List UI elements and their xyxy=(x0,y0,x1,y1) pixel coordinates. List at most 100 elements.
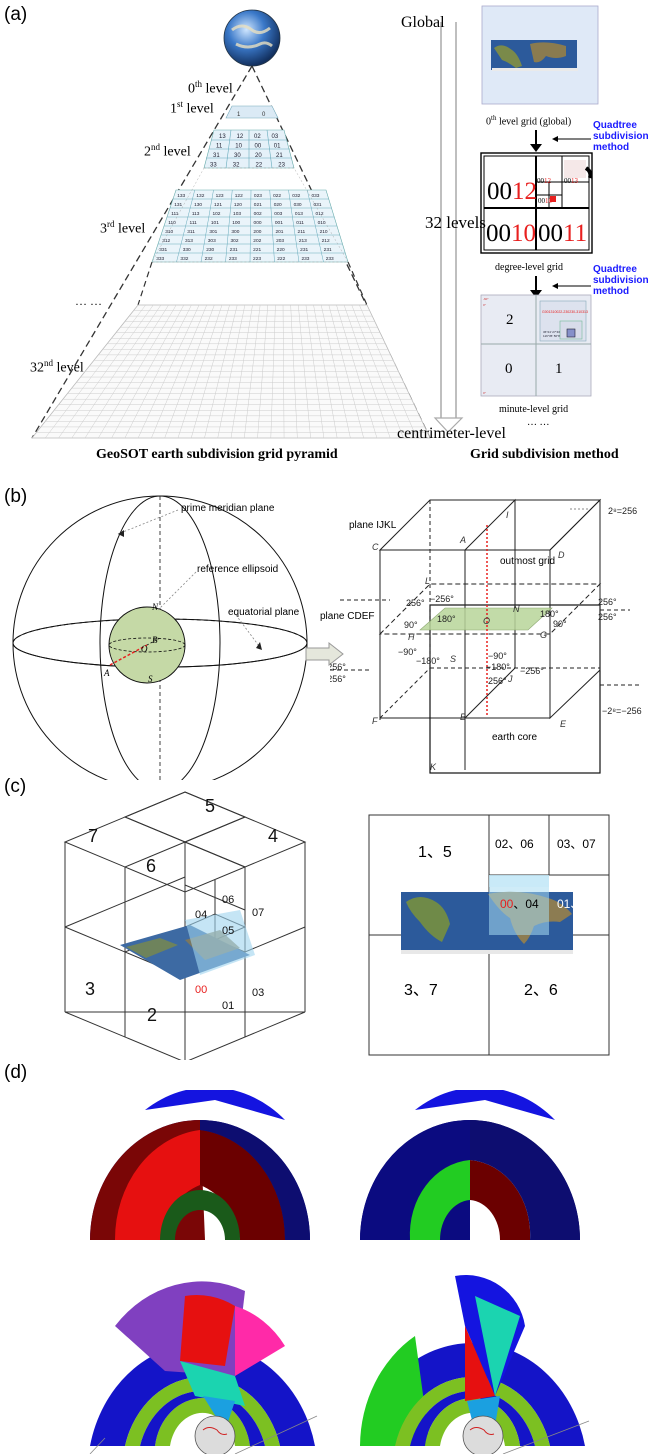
level2-cell-code: 33 xyxy=(210,163,217,169)
level3-cell-code: 103 xyxy=(233,211,241,217)
code-0012: 0012 xyxy=(487,178,537,206)
c0206-label: 02、06 xyxy=(495,835,534,852)
sphere-diagram: N B O A S xyxy=(0,480,320,780)
level3-cell-code: 333 xyxy=(156,256,164,262)
svg-text:−2⁸=−256: −2⁸=−256 xyxy=(602,706,642,716)
quad-label-0: 0 xyxy=(505,361,513,378)
level3-cell-code: 233 xyxy=(326,256,334,262)
q26-label: 2、6 xyxy=(524,976,558,1000)
level2-cell-code: 32 xyxy=(233,163,240,169)
svg-text:C: C xyxy=(372,542,379,552)
svg-text:D: D xyxy=(558,550,565,560)
svg-text:A: A xyxy=(459,535,466,545)
svg-text:256°: 256° xyxy=(488,676,507,686)
level3-cell-code: 100 xyxy=(232,220,240,226)
level32-grid xyxy=(32,305,430,438)
level3-cell-code: 212 xyxy=(322,238,330,244)
level2-cell-code: 20 xyxy=(255,153,262,159)
shell-green xyxy=(355,1090,585,1260)
svg-text:K: K xyxy=(430,762,437,772)
level3-cell-code: 230 xyxy=(206,247,214,253)
prime-meridian-label: prime meridian plane xyxy=(181,503,274,514)
level3-cell-code: 231 xyxy=(230,247,238,253)
svg-text:H: H xyxy=(408,632,415,642)
level3-cell-code: 122 xyxy=(235,193,243,199)
pyramid-caption: GeoSOT earth subdivision grid pyramid xyxy=(96,447,338,463)
svg-text:5: 5 xyxy=(205,796,215,816)
svg-text:01: 01 xyxy=(222,1000,234,1012)
svg-text:116°35' 56"8: 116°35' 56"8 xyxy=(543,334,560,338)
svg-text:06: 06 xyxy=(222,894,234,906)
level2-cell-code: 30 xyxy=(234,153,241,159)
level3-cell-code: 313 xyxy=(185,238,193,244)
level2-cell-code: 10 xyxy=(235,144,242,150)
svg-text:07: 07 xyxy=(252,907,264,919)
shell-multi-left xyxy=(85,1266,320,1454)
code-small-2: 0013 xyxy=(564,177,578,185)
outmost-grid-label: outmost grid xyxy=(500,556,555,567)
svg-text:7: 7 xyxy=(88,826,98,846)
level2-cell-code: 23 xyxy=(278,163,285,169)
svg-text:3: 3 xyxy=(85,979,95,999)
level2-cell-code: 21 xyxy=(276,153,283,159)
level3-cell-code: 330 xyxy=(183,247,191,253)
shell-multi-right xyxy=(355,1266,593,1454)
svg-text:I: I xyxy=(506,510,509,520)
svg-text:S: S xyxy=(450,654,456,664)
plane-ijkl-label: plane IJKL xyxy=(349,520,396,531)
level3-cell-code: 312 xyxy=(162,238,170,244)
dots-label: … … xyxy=(527,417,550,428)
level3-cell-code: 020 xyxy=(274,202,282,208)
svg-text:180°: 180° xyxy=(540,609,559,619)
svg-text:−180°: −180° xyxy=(416,656,440,666)
level1-label: 1st level xyxy=(170,99,214,118)
svg-text:−256°: −256° xyxy=(520,666,544,676)
level3-cell-code: 013 xyxy=(295,211,303,217)
centimeter-label: centrimeter-level xyxy=(397,425,506,443)
svg-text:256°: 256° xyxy=(598,597,617,607)
level2-cell-code: 03 xyxy=(272,134,279,140)
level3-cell-code: 130 xyxy=(194,202,202,208)
level3-cell-code: 022 xyxy=(273,193,281,199)
code-small-1: 0012 xyxy=(537,177,551,185)
globe-icon xyxy=(224,10,280,66)
svg-text:E: E xyxy=(560,719,567,729)
reference-ellipsoid-label: reference ellipsoid xyxy=(197,564,278,575)
svg-text:−256°: −256° xyxy=(430,594,454,604)
level3-cell-code: 131 xyxy=(174,202,182,208)
level3-cell-code: 031 xyxy=(314,202,322,208)
level3-cell-code: 113 xyxy=(192,211,200,217)
octant-cube: 5 7 4 6 3 2 06 04 07 05 00 01 03 xyxy=(0,780,340,1060)
level2-cell-code: 31 xyxy=(213,153,220,159)
minute-label: minute-level grid xyxy=(499,404,568,415)
level2-cell-code: 11 xyxy=(216,144,223,150)
level3-cell-code: 203 xyxy=(276,238,284,244)
level3-cell-code: 021 xyxy=(254,202,262,208)
code-small-3: 0010 xyxy=(538,197,552,205)
level3-cell-code: 300 xyxy=(231,229,239,235)
level2-cell-code: 13 xyxy=(219,134,226,140)
c0307-label: 03、07 xyxy=(557,835,596,852)
level3-cell-code: 121 xyxy=(214,202,222,208)
svg-text:N: N xyxy=(151,602,159,612)
level3-cell-code: 033 xyxy=(311,193,319,199)
level2-cell-code: 12 xyxy=(237,134,244,140)
svg-text:−256°: −256° xyxy=(330,674,346,684)
svg-text:−180°: −180° xyxy=(486,662,510,672)
level3-cell-code: 311 xyxy=(187,229,195,235)
q15-label: 1、5 xyxy=(418,838,452,862)
level3-cell-code: 111 xyxy=(190,220,198,226)
plane-cdef-label: plane CDEF xyxy=(320,611,374,622)
level3-cell-code: 301 xyxy=(209,229,217,235)
levels32-label: 32 levels xyxy=(425,213,486,233)
level3-cell-code: 221 xyxy=(253,247,261,253)
svg-text:L: L xyxy=(425,576,430,586)
tiny-red-code: G001310022-230230-310313 xyxy=(542,310,588,314)
level3-cell-code: 210 xyxy=(320,229,328,235)
quadtree-label-2: Quadtree subdivision method xyxy=(593,264,649,297)
level3-cell-code: 102 xyxy=(212,211,220,217)
c0105-label: 01、05 xyxy=(557,895,596,912)
level3-cell-code: 000 xyxy=(254,220,262,226)
svg-text:J: J xyxy=(507,674,513,684)
